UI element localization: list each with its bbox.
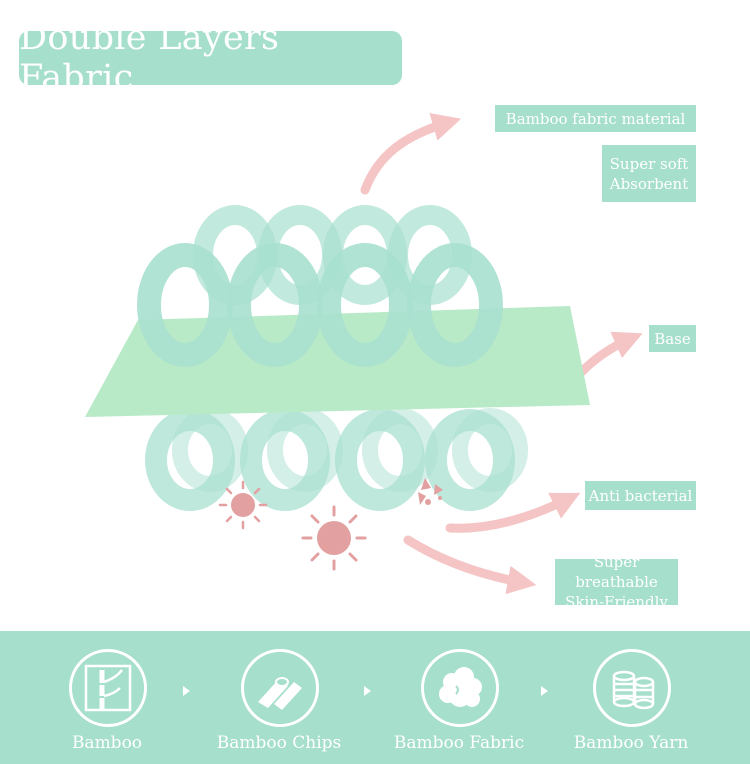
label-base: Base xyxy=(649,325,696,352)
chevron-right-icon xyxy=(364,686,371,696)
label-skin-friendly-text: Skin-Friendly xyxy=(565,593,668,611)
upper-fabric-loops xyxy=(137,205,503,367)
bamboo-icon xyxy=(69,649,147,727)
label-anti-bacterial-text: Anti bacterial xyxy=(588,486,693,505)
process-step-bamboo-yarn-label: Bamboo Yarn xyxy=(573,733,689,753)
title-banner: Double Layers Fabric xyxy=(19,18,402,98)
label-breathable-skin-friendly: Super breathable Skin-Friendly xyxy=(555,553,678,611)
process-step-bamboo: Bamboo xyxy=(22,631,192,764)
chevron-right-icon xyxy=(541,686,548,696)
arrow-to-top-label xyxy=(360,112,462,195)
arrow-to-breathable-label xyxy=(403,535,537,595)
lower-fabric-loops xyxy=(145,408,528,511)
cotton-fabric-icon xyxy=(421,649,499,727)
arrow-to-anti-bacterial-label xyxy=(445,492,581,533)
process-step-bamboo-yarn: Bamboo Yarn xyxy=(546,631,716,764)
label-base-text: Base xyxy=(654,329,691,348)
process-step-bamboo-label: Bamboo xyxy=(71,733,143,753)
fabric-layers-illustration xyxy=(85,112,643,595)
bacteria-large xyxy=(301,505,367,571)
label-soft-absorbent: Super soft Absorbent xyxy=(602,145,696,202)
label-breathable-text: Super breathable xyxy=(575,553,658,591)
label-bamboo-fabric-material-text: Bamboo fabric material xyxy=(505,109,686,128)
process-step-bamboo-chips: Bamboo Chips xyxy=(194,631,364,764)
chevron-right-icon xyxy=(183,686,190,696)
process-band: Bamboo Bamboo Chips Bamboo Fabric xyxy=(0,631,750,764)
bacteria-small xyxy=(218,480,268,530)
label-absorbent-text: Absorbent xyxy=(609,174,689,193)
label-anti-bacterial: Anti bacterial xyxy=(585,481,696,510)
page-title: Double Layers Fabric xyxy=(19,18,280,98)
process-step-bamboo-fabric-label: Bamboo Fabric xyxy=(393,733,525,753)
label-bamboo-fabric-material: Bamboo fabric material xyxy=(495,105,696,132)
bacteria-burst xyxy=(418,478,443,505)
yarn-spools-icon xyxy=(593,649,671,727)
bamboo-chips-icon xyxy=(241,649,319,727)
process-step-bamboo-chips-label: Bamboo Chips xyxy=(216,733,342,753)
label-soft-text: Super soft xyxy=(609,154,689,173)
process-step-bamboo-fabric: Bamboo Fabric xyxy=(374,631,544,764)
